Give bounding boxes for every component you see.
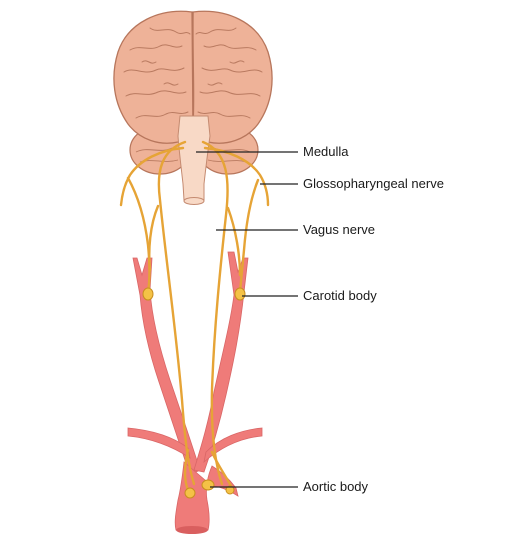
aortic-body-right (201, 479, 215, 491)
spinal-cord-cut (183, 197, 205, 205)
carotid-body-right (234, 287, 246, 301)
left-subclavian-branch (127, 427, 191, 459)
aortic-body-left (184, 487, 196, 499)
carotid-body-left (142, 287, 154, 301)
vagus-right-side-branch (226, 206, 242, 277)
brain-folds (123, 27, 263, 119)
brain (113, 10, 273, 205)
medulla (177, 115, 211, 201)
glossopharyngeal-nerve-right-down (238, 178, 260, 294)
aorta (174, 461, 239, 531)
label-aortic-body: Aortic body (303, 479, 369, 494)
aortic-body-far-right (225, 485, 235, 495)
label-glossopharyngeal-nerve: Glossopharyngeal nerve (303, 176, 444, 191)
aortic-nerve-branch-left (183, 448, 190, 492)
right-subclavian-branch (203, 427, 263, 464)
label-vagus-nerve: Vagus nerve (303, 222, 376, 237)
right-carotid-artery (193, 251, 249, 473)
vagus-nerve-left (157, 140, 196, 486)
glossopharyngeal-nerve-left (119, 146, 185, 207)
label-medulla: Medulla (303, 144, 349, 159)
label-carotid-body: Carotid body (303, 288, 377, 303)
nerves (119, 140, 270, 492)
aorta-cut-end (176, 526, 208, 534)
vagus-left-side-branch (148, 204, 160, 272)
aortic-nerve-branch-right (210, 450, 234, 490)
glossopharyngeal-nerve-left-down (126, 176, 151, 294)
vagus-nerve-right (201, 140, 229, 486)
leader-lines (196, 151, 298, 488)
longitudinal-fissure (192, 11, 195, 127)
